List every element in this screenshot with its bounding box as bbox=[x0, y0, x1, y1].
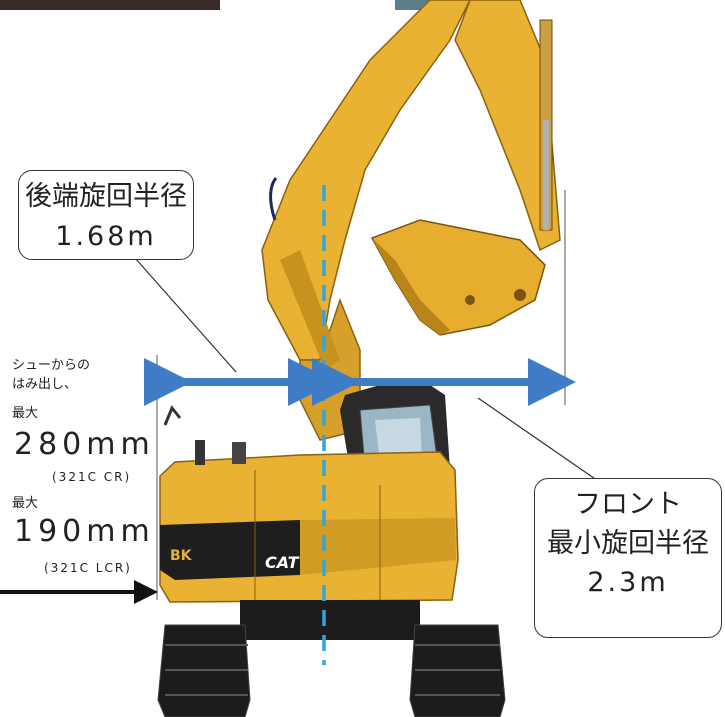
rear-leader-line bbox=[134, 257, 237, 373]
front-label: フロント bbox=[574, 489, 682, 520]
rear-swing-radius-title: 後端旋回半径 bbox=[25, 181, 187, 212]
undercarriage bbox=[157, 600, 506, 717]
front-min-swing-radius-title: 最小旋回半径 bbox=[547, 528, 709, 559]
max-value-1: 280mm bbox=[14, 427, 155, 462]
model-label-1: (321C CR) bbox=[52, 470, 132, 484]
front-swing-radius-value: 2.3m bbox=[587, 567, 669, 598]
max-label-1: 最大 bbox=[12, 406, 39, 421]
rear-swing-radius-value: 1.68m bbox=[55, 221, 157, 252]
top-strip bbox=[0, 0, 220, 10]
cat-logo: CAT bbox=[265, 553, 300, 572]
stick bbox=[454, 0, 561, 252]
max-label-2: 最大 bbox=[12, 496, 39, 511]
bucket bbox=[370, 219, 546, 336]
hydraulic-hose bbox=[269, 177, 278, 221]
side-label: BK bbox=[170, 548, 193, 564]
front-swing-radius-callout: フロント 最小旋回半径 2.3m bbox=[534, 478, 722, 638]
boom bbox=[261, 0, 471, 441]
upper-structure bbox=[159, 405, 459, 603]
rear-swing-radius-callout: 後端旋回半径 1.68m bbox=[18, 170, 194, 260]
shoe-overhang-line1: シューからの bbox=[12, 358, 91, 373]
shoe-overhang-line2: はみ出し、 bbox=[12, 377, 78, 392]
max-value-2: 190mm bbox=[14, 514, 155, 549]
model-label-2: (321C LCR) bbox=[44, 561, 132, 575]
